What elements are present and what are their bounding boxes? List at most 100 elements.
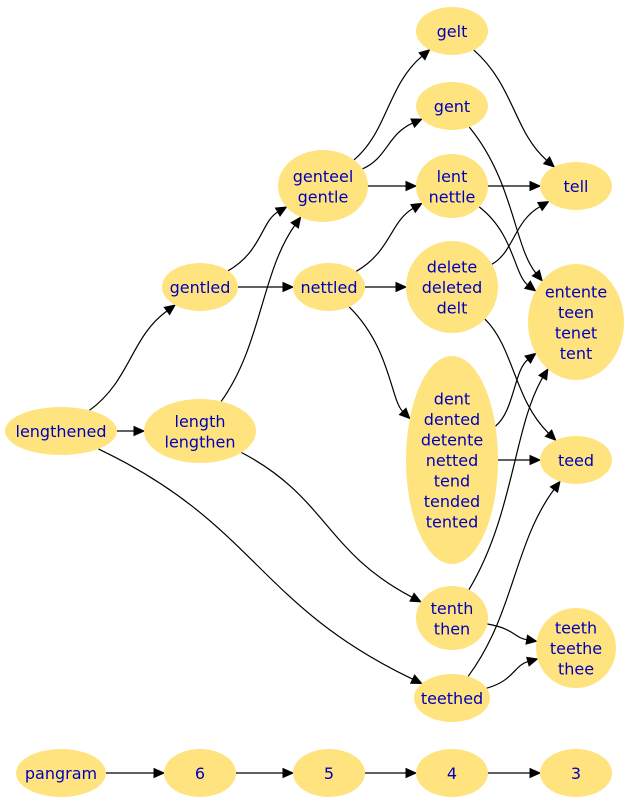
edge-line [487, 623, 527, 641]
node-ellipse [540, 436, 612, 484]
node-label: nettled [301, 278, 358, 297]
edge-line [486, 661, 529, 689]
edge-gentled-to-nettled [238, 281, 295, 293]
edge-lengthened-to-gentled [89, 304, 176, 411]
arrowhead [274, 206, 288, 217]
node-label: 4 [447, 764, 457, 783]
node-teethed: teethed [414, 674, 490, 722]
edge-line [348, 306, 404, 412]
node-gent: gent [416, 82, 488, 130]
arrowhead [549, 480, 561, 494]
arrowhead [398, 407, 411, 420]
arrowhead [531, 269, 543, 282]
edge-line [467, 489, 555, 677]
nodes-layer: geltgentgenteelgentlelentnettletellgentl… [5, 7, 624, 797]
edge-tenth-to-entente [468, 367, 549, 591]
node-label: teethed [421, 689, 483, 708]
edge-teethed-to-teeth [486, 656, 539, 689]
edge-nettled-to-delete [365, 281, 408, 293]
node-label: gelt [437, 22, 468, 41]
node-label: teen [558, 303, 594, 322]
arrowhead [542, 155, 556, 168]
node-label: gentled [170, 278, 231, 297]
node-label: gentle [298, 187, 349, 206]
node-label: teed [558, 451, 594, 470]
edge-gent-to-entente [468, 126, 543, 282]
node-n6: 6 [164, 749, 236, 797]
node-ellipse [293, 749, 365, 797]
edge-line [227, 211, 279, 272]
node-label: lengthened [16, 422, 107, 441]
arrowhead [405, 767, 418, 779]
node-label: 5 [324, 764, 334, 783]
node-label: delt [437, 299, 468, 318]
node-label: netted [426, 451, 479, 470]
arrowhead [536, 201, 550, 212]
edge-lengthened-to-teethed [98, 448, 423, 685]
arrowhead [529, 767, 542, 779]
edges-layer [89, 49, 561, 779]
node-ellipse [164, 749, 236, 797]
node-ellipse [536, 608, 616, 688]
node-n4: 4 [416, 749, 488, 797]
edge-length-to-tenth [241, 451, 422, 603]
node-label: gent [434, 97, 470, 116]
edge-line [98, 448, 413, 680]
edge-lent-to-tell [488, 180, 542, 192]
node-label: tented [426, 513, 479, 532]
arrowhead [524, 352, 537, 365]
node-ellipse [16, 749, 106, 797]
edge-line [468, 377, 544, 591]
node-ellipse [416, 82, 488, 130]
arrowhead [163, 304, 176, 316]
node-label: delete [427, 258, 477, 277]
arrowhead [409, 592, 422, 603]
node-ellipse [540, 162, 612, 210]
node-label: entente [545, 282, 607, 301]
node-ellipse [416, 749, 488, 797]
node-label: dent [434, 390, 470, 409]
edge-dent-to-entente [495, 352, 537, 427]
node-label: detente [421, 431, 483, 450]
node-ellipse [162, 263, 238, 311]
node-lengthened: lengthened [5, 407, 117, 455]
node-label: then [434, 619, 470, 638]
node-label: deleted [422, 278, 483, 297]
edge-dent-to-teed [497, 454, 542, 466]
edge-line [473, 49, 548, 161]
edge-delete-to-teed [484, 318, 557, 442]
edge-nettled-to-lent [356, 202, 423, 272]
edge-pangram-to-n6 [106, 767, 166, 779]
node-ellipse [416, 7, 488, 55]
node-ellipse [414, 674, 490, 722]
edge-line [484, 318, 549, 434]
arrowhead [290, 216, 302, 229]
edge-line [491, 206, 541, 265]
arrowhead [544, 429, 557, 442]
arrowhead [410, 118, 423, 129]
node-label: length [175, 412, 226, 431]
arrowhead [410, 202, 423, 214]
arrowhead [537, 367, 549, 381]
arrowhead [133, 425, 146, 437]
node-tell: tell [540, 162, 612, 210]
node-label: tell [563, 177, 588, 196]
node-label: teeth [555, 619, 597, 638]
arrowhead [525, 634, 538, 645]
edge-n6-to-n5 [236, 767, 295, 779]
edge-genteel-to-gelt [353, 49, 431, 161]
node-label: teethe [550, 639, 602, 658]
node-gelt: gelt [416, 7, 488, 55]
node-label: lengthen [165, 432, 236, 451]
edge-nettled-to-dent [348, 306, 411, 420]
node-ellipse [278, 150, 368, 222]
node-ellipse [144, 399, 256, 463]
arrowhead [409, 674, 423, 685]
node-label: tent [560, 344, 593, 363]
edge-line [89, 310, 168, 411]
